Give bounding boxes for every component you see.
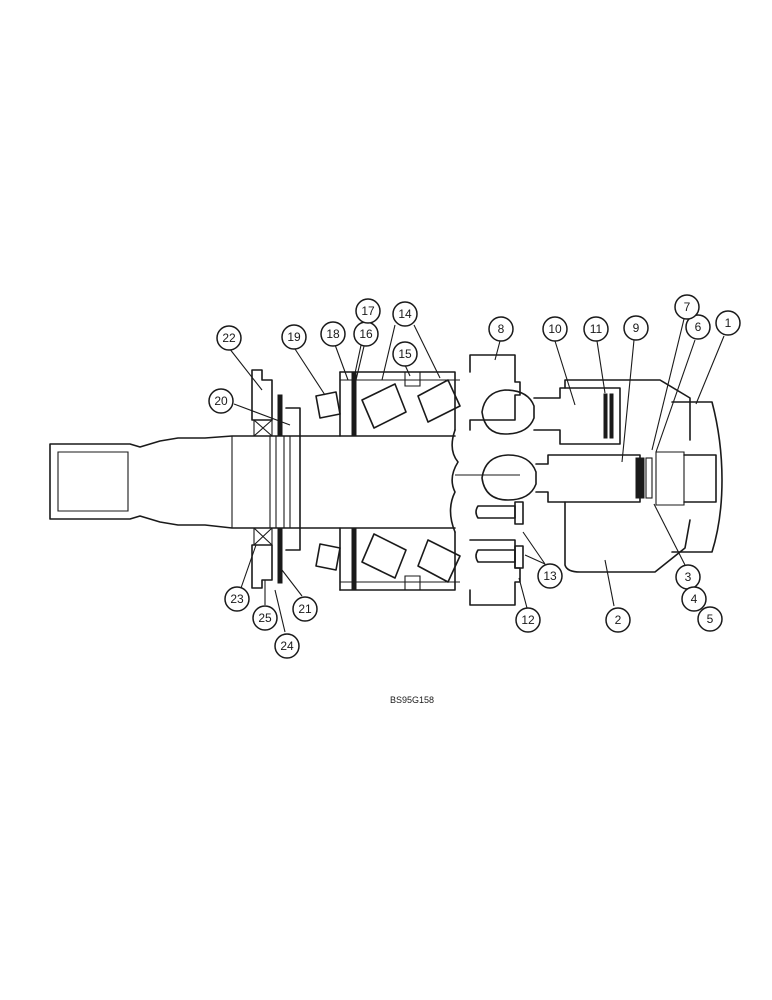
- callout-3: 3: [675, 564, 701, 590]
- callout-21: 21: [292, 596, 318, 622]
- svg-text:19: 19: [287, 330, 301, 344]
- svg-text:25: 25: [258, 611, 272, 625]
- callout-18: 18: [320, 321, 346, 347]
- svg-text:12: 12: [521, 613, 535, 627]
- svg-text:15: 15: [398, 347, 412, 361]
- callout-23: 23: [224, 586, 250, 612]
- svg-text:4: 4: [691, 592, 698, 606]
- bolts: [475, 501, 524, 569]
- callout-7: 7: [674, 294, 700, 320]
- callout-24: 24: [274, 633, 300, 659]
- callout-10: 10: [542, 316, 568, 342]
- callout-8: 8: [488, 316, 514, 342]
- callout-1: 1: [715, 310, 741, 336]
- callout-15: 15: [392, 341, 418, 367]
- shaft-seal-assembly: [251, 369, 301, 589]
- svg-text:23: 23: [230, 592, 244, 606]
- svg-text:1: 1: [725, 316, 732, 330]
- callout-12: 12: [515, 607, 541, 633]
- svg-text:22: 22: [222, 331, 236, 345]
- svg-text:2: 2: [615, 613, 622, 627]
- callout-2: 2: [605, 607, 631, 633]
- callout-16: 16: [353, 321, 379, 347]
- callout-20: 20: [208, 388, 234, 414]
- callout-9: 9: [623, 315, 649, 341]
- callout-25: 25: [252, 605, 278, 631]
- callouts: 1 2 3 4 5 6 7 8 9 10 11 12 13 14 15 16 1…: [208, 294, 741, 659]
- svg-text:10: 10: [548, 322, 562, 336]
- svg-text:9: 9: [633, 321, 640, 335]
- svg-text:21: 21: [298, 602, 312, 616]
- svg-text:14: 14: [398, 307, 412, 321]
- figure-code: BS95G158: [390, 695, 434, 705]
- callout-14: 14: [392, 301, 418, 327]
- pistons: [481, 387, 653, 503]
- leader-lines: [228, 318, 725, 633]
- callout-6: 6: [685, 314, 711, 340]
- svg-text:3: 3: [685, 570, 692, 584]
- callout-5: 5: [697, 606, 723, 632]
- svg-text:24: 24: [280, 639, 294, 653]
- pump-housing-flange: [455, 354, 521, 606]
- svg-text:6: 6: [695, 320, 702, 334]
- callout-17: 17: [355, 298, 381, 324]
- svg-text:5: 5: [707, 612, 714, 626]
- svg-text:13: 13: [543, 569, 557, 583]
- svg-text:17: 17: [361, 304, 375, 318]
- callout-4: 4: [681, 586, 707, 612]
- svg-text:11: 11: [590, 322, 603, 336]
- svg-text:18: 18: [326, 327, 340, 341]
- svg-text:8: 8: [498, 322, 505, 336]
- callout-22: 22: [216, 325, 242, 351]
- svg-text:20: 20: [214, 394, 228, 408]
- callout-11: 11: [583, 316, 609, 342]
- callout-19: 19: [281, 324, 307, 350]
- cylinder-block: [564, 379, 691, 573]
- tapered-roller-bearings: [315, 371, 461, 591]
- valve-plate-cover: [655, 401, 723, 553]
- callout-13: 13: [537, 563, 563, 589]
- svg-text:7: 7: [684, 300, 691, 314]
- drive-shaft: [49, 429, 459, 533]
- svg-text:16: 16: [359, 327, 373, 341]
